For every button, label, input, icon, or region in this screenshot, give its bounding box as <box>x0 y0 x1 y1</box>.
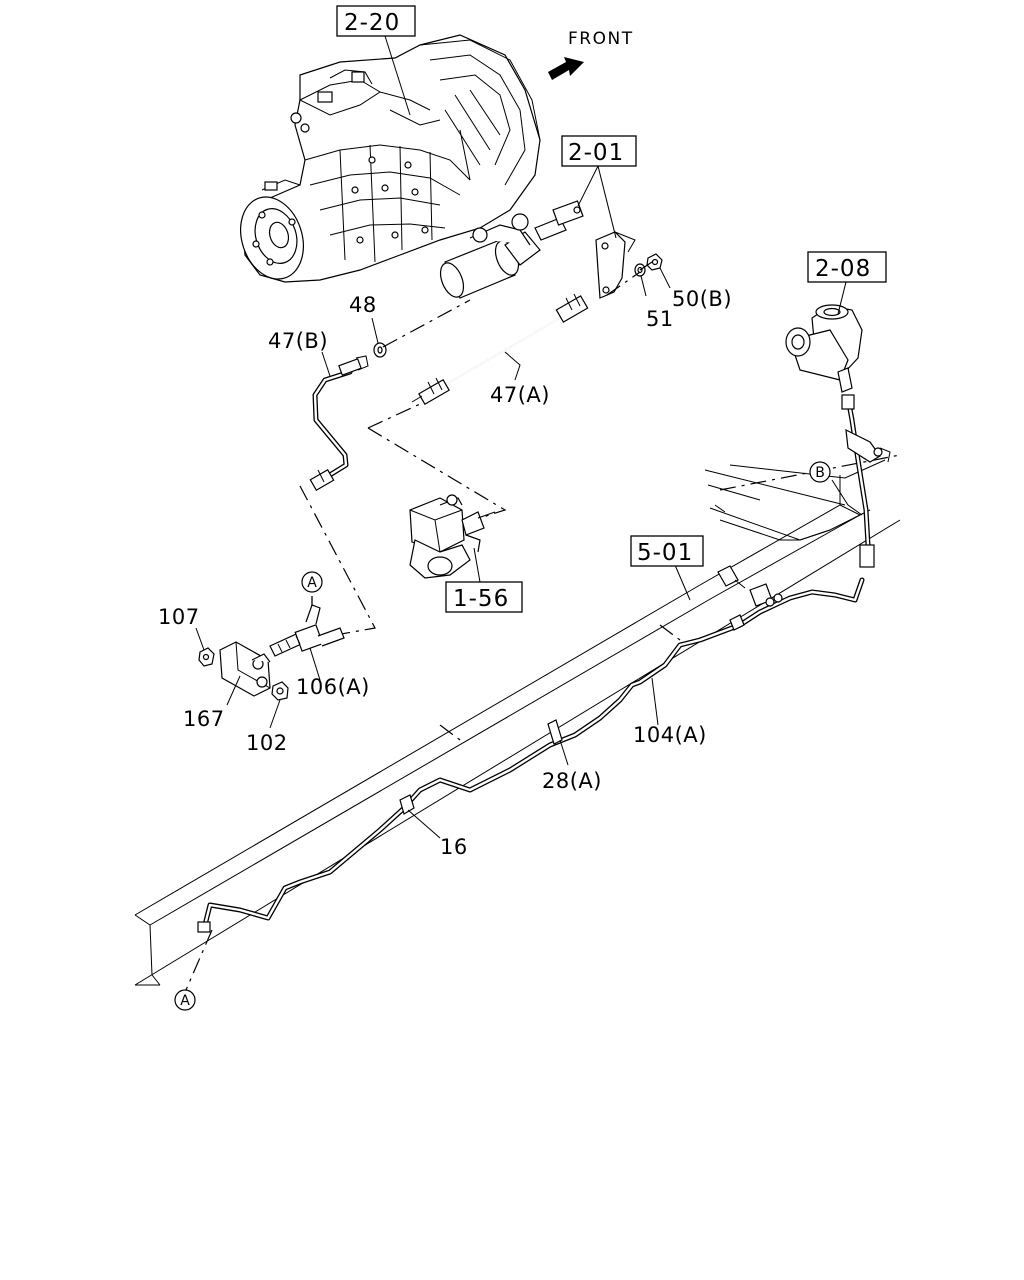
pipe-104a <box>197 565 865 933</box>
ref-box-2-01-label: 2-01 <box>568 140 624 166</box>
ref-box-5-01-label: 5-01 <box>637 540 693 566</box>
part-label-107[interactable]: 107 <box>158 605 200 629</box>
hose-47a <box>411 293 589 406</box>
ref-box-2-20-label: 2-20 <box>344 10 400 36</box>
part-label-28a[interactable]: 28(A) <box>542 769 602 793</box>
nut-50b <box>646 253 663 271</box>
tee-joint-106a <box>269 604 345 657</box>
front-arrow-icon <box>548 57 584 80</box>
part-label-102[interactable]: 102 <box>246 731 288 755</box>
part-label-48[interactable]: 48 <box>349 293 377 317</box>
clutch-master-cylinder <box>785 304 863 393</box>
part-label-47a[interactable]: 47(A) <box>490 383 550 407</box>
part-label-50b[interactable]: 50(B) <box>672 287 732 311</box>
clutch-slave-cylinder <box>439 200 584 299</box>
circle-ref-a-top: A <box>301 571 323 593</box>
ref-box-1-56[interactable]: 1-56 <box>445 581 523 613</box>
ref-box-1-56-label: 1-56 <box>453 586 509 612</box>
ref-box-2-08[interactable]: 2-08 <box>807 251 887 283</box>
part-label-106a[interactable]: 106(A) <box>296 675 370 699</box>
pipe-bracket <box>595 231 636 299</box>
ref-box-2-01[interactable]: 2-01 <box>561 135 637 167</box>
frame-rail <box>134 454 901 986</box>
callout-leaders <box>195 35 863 839</box>
washer-48 <box>373 342 387 358</box>
bracket-167 <box>219 641 271 697</box>
circle-ref-b-label: B <box>815 465 825 481</box>
part-label-47b[interactable]: 47(B) <box>268 329 328 353</box>
part-label-16[interactable]: 16 <box>440 835 468 859</box>
part-label-104a[interactable]: 104(A) <box>633 723 707 747</box>
circle-ref-a-top-label: A <box>307 575 317 591</box>
ref-box-2-20[interactable]: 2-20 <box>336 5 416 37</box>
part-label-51[interactable]: 51 <box>646 307 674 331</box>
transmission-assembly <box>240 34 541 283</box>
pipe-47b <box>309 355 369 492</box>
nut-107 <box>198 647 215 667</box>
front-label: FRONT <box>568 29 634 49</box>
flex-hose-b <box>841 394 891 568</box>
part-label-167[interactable]: 167 <box>183 707 225 731</box>
circle-ref-a-bottom-label: A <box>180 993 190 1009</box>
ref-box-2-08-label: 2-08 <box>815 256 871 282</box>
ref-box-5-01[interactable]: 5-01 <box>630 535 704 567</box>
front-direction-indicator: FRONT <box>548 29 634 80</box>
circle-ref-b: B <box>809 461 831 483</box>
circle-ref-a-bottom: A <box>174 989 196 1011</box>
nut-102 <box>271 681 289 701</box>
valve-assembly <box>409 494 496 579</box>
